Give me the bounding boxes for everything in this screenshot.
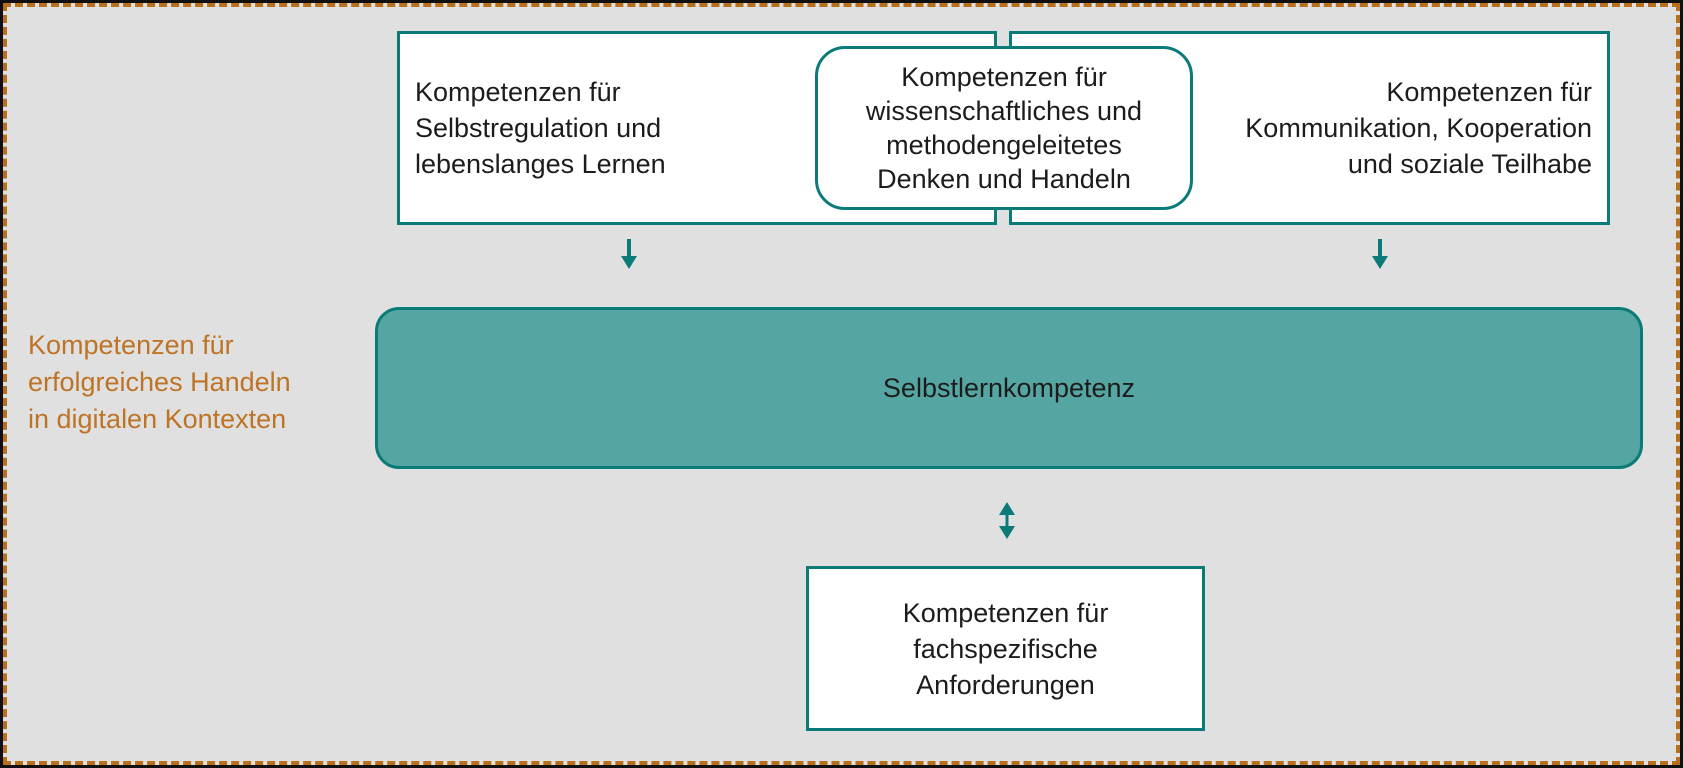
box-self-learning-competence: Selbstlernkompetenz [375,307,1643,469]
box-line: fachspezifische [913,633,1098,664]
double-arrow-icon [998,502,1016,539]
box-subject-specific: Kompetenzen für fachspezifische Anforder… [806,566,1205,731]
box-line: wissenschaftliches und [865,96,1143,126]
side-label-line: Kompetenzen für [28,330,234,360]
side-label-line: in digitalen Kontexten [28,404,287,434]
box-line: Kompetenzen für [1386,77,1592,107]
box-line: und soziale Teilhabe [1347,149,1592,179]
box-line: Anforderungen [916,669,1095,700]
box-line: methodengeleitetes [886,130,1122,160]
box-scientific-methodical: Kompetenzen für wissenschaftliches und m… [815,46,1193,210]
side-label-digital-contexts: Kompetenzen für erfolgreiches Handeln in… [28,327,291,438]
box-line: lebenslanges Lernen [415,149,666,179]
box-line: Kommunikation, Kooperation [1245,113,1592,143]
box-line: Kompetenzen für [902,597,1109,628]
side-label-line: erfolgreiches Handeln [28,367,291,397]
box-line: Denken und Handeln [877,164,1131,194]
down-arrow-icon [1371,239,1389,269]
box-line: Selbstregulation und [415,113,662,143]
central-box-label: Selbstlernkompetenz [882,373,1136,403]
box-line: Kompetenzen für [415,77,621,107]
box-line: Kompetenzen für [901,62,1107,92]
down-arrow-icon [620,239,638,269]
